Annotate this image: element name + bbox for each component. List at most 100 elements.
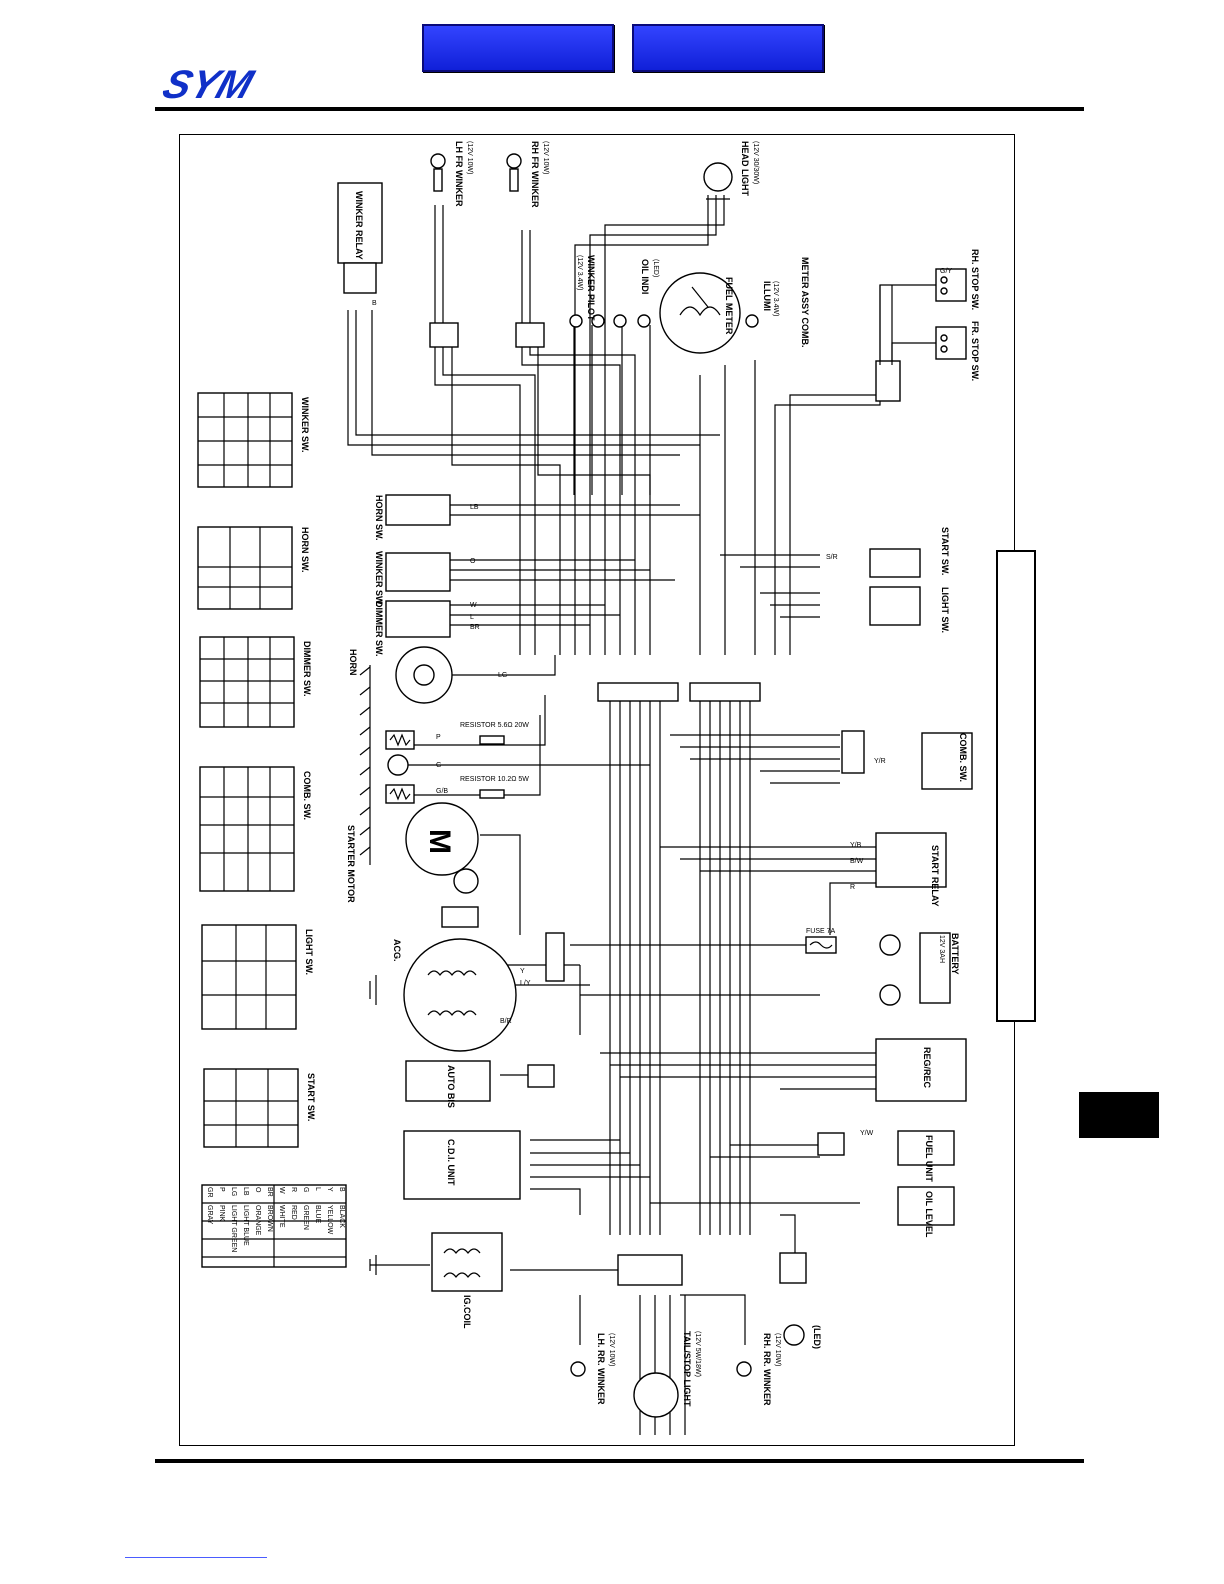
svg-text:(12V 10W): (12V 10W) xyxy=(608,1333,615,1366)
winker-switch: WINKER SW. xyxy=(374,551,451,607)
harness-vertical-wires xyxy=(347,195,893,655)
svg-text:(12V 10W): (12V 10W) xyxy=(542,141,549,174)
svg-text:Y: Y xyxy=(520,968,525,975)
footer-link-underline[interactable] xyxy=(125,1557,267,1558)
switch-table-horn: HORN SW. xyxy=(197,526,310,610)
acg-generator: ACG. xyxy=(369,906,517,1052)
svg-text:RH. STOP SW.: RH. STOP SW. xyxy=(970,249,980,310)
svg-text:START SW.: START SW. xyxy=(306,1073,316,1121)
rear-led: (LED) xyxy=(779,1252,822,1349)
svg-text:FUEL METER: FUEL METER xyxy=(724,277,734,335)
svg-text:BLACK: BLACK xyxy=(338,1205,345,1228)
svg-text:LIGHT SW.: LIGHT SW. xyxy=(304,929,314,975)
rh-rr-winker: RH. RR. WINKER (12V 10W) xyxy=(736,1333,781,1406)
svg-text:LB: LB xyxy=(470,504,479,511)
svg-text:FR. STOP SW.: FR. STOP SW. xyxy=(970,321,980,381)
svg-text:G: G xyxy=(436,762,441,769)
svg-text:Y: Y xyxy=(326,1187,333,1192)
svg-text:WINKER PILOT: WINKER PILOT xyxy=(586,255,596,321)
svg-text:REG/REC: REG/REC xyxy=(922,1047,932,1089)
harness-horizontal-wires xyxy=(390,504,820,796)
switch-table-light: LIGHT SW. xyxy=(201,924,314,1030)
rh-stop-switch: RH. STOP SW. xyxy=(935,249,980,310)
svg-text:BR: BR xyxy=(470,624,480,631)
svg-text:L: L xyxy=(314,1187,321,1191)
svg-text:M: M xyxy=(423,829,456,854)
svg-text:(LED): (LED) xyxy=(652,259,659,277)
svg-text:(12V 10W): (12V 10W) xyxy=(774,1333,781,1366)
svg-text:WINKER RELAY: WINKER RELAY xyxy=(354,191,364,260)
svg-text:DIMMER SW.: DIMMER SW. xyxy=(302,641,312,697)
svg-text:RED: RED xyxy=(290,1205,297,1220)
svg-text:HORN SW.: HORN SW. xyxy=(300,527,310,573)
svg-text:ORANGE: ORANGE xyxy=(254,1205,261,1236)
svg-text:HEAD LIGHT: HEAD LIGHT xyxy=(740,141,750,197)
svg-text:C.D.I. UNIT: C.D.I. UNIT xyxy=(446,1139,456,1186)
wire-labels: B G/Y LG LB O G Y W L BR P R Y/R G/B B/W… xyxy=(372,268,952,1137)
color-code-legend: B BLACK Y YELLOW L BLUE G GREEN R RED W … xyxy=(201,1184,347,1268)
fuel-unit: FUEL UNIT xyxy=(897,1130,955,1182)
svg-text:FUSE 7A: FUSE 7A xyxy=(806,928,836,935)
starter-motor: M STARTER MOTOR xyxy=(346,802,479,903)
resistor-2: RESISTOR 10.2Ω 5W xyxy=(385,776,529,804)
svg-text:BLUE: BLUE xyxy=(314,1205,321,1224)
svg-text:LIGHT BLUE: LIGHT BLUE xyxy=(242,1205,249,1246)
sym-logo: SYM xyxy=(157,62,264,107)
svg-text:Y/R: Y/R xyxy=(874,758,886,765)
horn-switch: HORN SW. xyxy=(374,494,451,541)
svg-text:G: G xyxy=(302,1187,309,1192)
svg-text:L/Y: L/Y xyxy=(520,980,531,987)
light-switch: LIGHT SW. xyxy=(869,586,950,633)
battery: BATTERY 12V 3AH xyxy=(879,932,960,1006)
svg-text:RESISTOR 10.2Ω 5W: RESISTOR 10.2Ω 5W xyxy=(460,776,529,783)
previous-page-button[interactable] xyxy=(422,24,614,72)
svg-text:BROWN: BROWN xyxy=(266,1205,273,1232)
side-note-box xyxy=(996,550,1036,1022)
svg-text:METER ASSY COMB.: METER ASSY COMB. xyxy=(800,257,810,348)
svg-text:WINKER SW.: WINKER SW. xyxy=(300,397,310,453)
svg-text:LG: LG xyxy=(498,672,507,679)
cdi-unit: C.D.I. UNIT xyxy=(403,1130,521,1200)
svg-text:B/W: B/W xyxy=(850,858,864,865)
svg-text:L: L xyxy=(470,614,474,621)
start-relay: START RELAY xyxy=(875,832,947,907)
svg-text:LH. RR. WINKER: LH. RR. WINKER xyxy=(596,1333,606,1405)
svg-text:Y/W: Y/W xyxy=(860,1130,874,1137)
svg-text:AUTO BIS: AUTO BIS xyxy=(446,1065,456,1108)
fr-stop-switch: FR. STOP SW. xyxy=(879,284,980,381)
ground-hatch xyxy=(359,665,371,865)
resistor-1: RESISTOR 5.6Ω 20W xyxy=(385,722,529,750)
lh-rr-winker: LH. RR. WINKER (12V 10W) xyxy=(570,1333,615,1405)
tail-stop-light: TAIL/STOP LIGHT (12V 5W/18W) xyxy=(633,1331,701,1418)
svg-text:B: B xyxy=(338,1187,345,1192)
svg-text:P: P xyxy=(436,734,441,741)
svg-text:R: R xyxy=(290,1187,297,1192)
svg-text:LH FR WINKER: LH FR WINKER xyxy=(454,141,464,207)
svg-text:BR: BR xyxy=(266,1187,273,1197)
svg-text:HORN: HORN xyxy=(348,649,358,676)
svg-text:RH. RR. WINKER: RH. RR. WINKER xyxy=(762,1333,772,1406)
svg-text:LIGHT SW.: LIGHT SW. xyxy=(940,587,950,633)
svg-text:GREEN: GREEN xyxy=(302,1205,309,1230)
svg-text:TAIL/STOP LIGHT: TAIL/STOP LIGHT xyxy=(682,1331,692,1407)
svg-text:ILLUMI: ILLUMI xyxy=(762,281,772,311)
svg-text:PINK: PINK xyxy=(218,1205,225,1222)
svg-text:S/R: S/R xyxy=(826,554,838,561)
winker-relay: WINKER RELAY xyxy=(337,182,383,294)
svg-text:FUEL UNIT: FUEL UNIT xyxy=(924,1135,934,1182)
switch-table-dimmer: DIMMER SW. xyxy=(199,636,312,728)
svg-text:(LED): (LED) xyxy=(812,1325,822,1349)
ground-terminal xyxy=(387,754,409,776)
svg-text:BATTERY: BATTERY xyxy=(950,933,960,975)
svg-text:RH FR WINKER: RH FR WINKER xyxy=(530,141,540,208)
svg-text:ACG.: ACG. xyxy=(392,939,402,962)
section-tab-marker xyxy=(1079,1092,1159,1138)
svg-text:START SW.: START SW. xyxy=(940,527,950,575)
next-page-button[interactable] xyxy=(632,24,824,72)
svg-text:G/B: G/B xyxy=(436,788,448,795)
svg-text:HORN SW.: HORN SW. xyxy=(374,495,384,541)
switch-table-comb: COMB. SW. xyxy=(199,766,312,892)
svg-text:OIL LEVEL: OIL LEVEL xyxy=(924,1191,934,1238)
svg-text:(12V 3.4W): (12V 3.4W) xyxy=(576,255,583,290)
svg-text:R: R xyxy=(850,884,855,891)
